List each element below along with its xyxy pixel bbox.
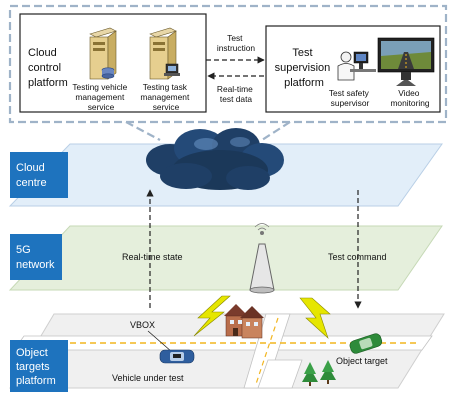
realtime-state-label: Real-time state	[122, 252, 183, 262]
antenna-tower-icon	[249, 223, 275, 294]
cloud-control-platform-label: Cloud control platform	[28, 47, 68, 89]
road-network	[13, 313, 433, 389]
vbox-label: VBOX	[130, 320, 155, 330]
5g-network-label-box	[10, 234, 62, 280]
test-safety-supervisor-label: Test safety supervisor	[329, 88, 371, 108]
video-monitoring-label: Video monitoring	[390, 88, 429, 108]
frame-connector-right	[261, 121, 291, 141]
server-icon	[149, 27, 180, 80]
lightning-bolt-icon	[193, 295, 231, 337]
cloud-centre-label: Cloud centre	[16, 162, 48, 189]
cloud-centre-label-box	[10, 152, 68, 198]
platforms-frame	[8, 4, 448, 124]
realtime-test-data-label: Real-time test data	[217, 84, 255, 104]
server-icon	[89, 27, 117, 80]
test-instruction-label: Test instruction	[217, 33, 256, 53]
tree-icon	[320, 360, 336, 384]
vehicle-under-test-label: Vehicle under test	[112, 373, 184, 383]
object-target-car-icon	[349, 333, 383, 354]
testing-vehicle-management-service-label: Testing vehicle management service	[72, 82, 129, 112]
object-target-label: Object target	[336, 356, 388, 366]
cloud-icon	[146, 128, 284, 190]
vehicle-under-test-icon	[159, 349, 195, 364]
vbox-pointer-line	[147, 330, 173, 353]
object-targets-label-box	[10, 340, 68, 392]
houses-icon	[224, 304, 264, 339]
testing-task-management-service-label: Testing task management service	[140, 82, 191, 112]
test-supervision-platform-label: Test supervision platform	[275, 47, 334, 89]
object-targets-label: Object targets platform	[16, 347, 56, 387]
tree-icon	[302, 362, 318, 386]
test-command-label: Test command	[328, 252, 387, 262]
frame-connector-left	[125, 121, 161, 141]
supervisor-icon	[337, 51, 376, 81]
lightning-bolt-icon	[299, 297, 331, 339]
video-monitor-icon	[377, 37, 435, 86]
5g-network-label: 5G network	[16, 244, 55, 271]
